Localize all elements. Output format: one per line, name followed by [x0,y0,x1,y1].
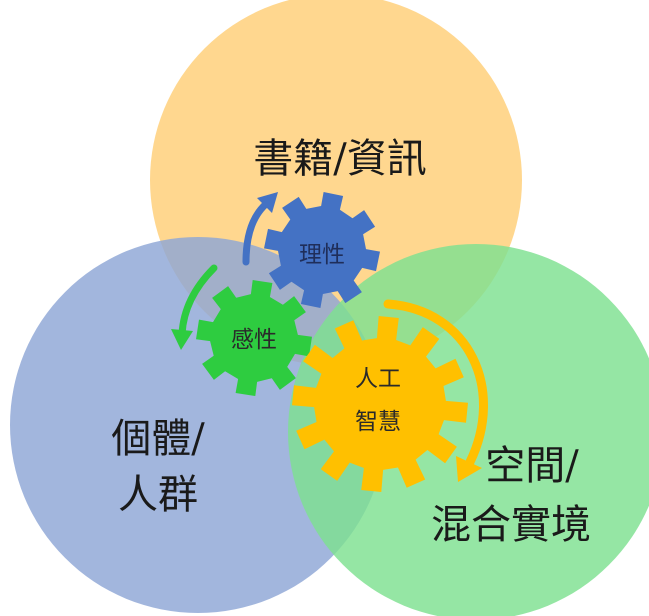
label-ai-line2: 智慧 [355,409,401,435]
label-individual-group-line2: 人群 [118,472,198,518]
gear-perceptual-icon [196,280,312,396]
arrow-green-down [171,264,218,350]
label-books-info: 書籍/資訊 [253,136,426,182]
label-perceptual: 感性 [231,327,277,353]
label-rational: 理性 [299,242,345,268]
arrow-gold-curve [383,299,488,482]
label-space-line2: 混合實境 [431,502,591,548]
label-space-line1: 空間/ [485,443,579,489]
label-ai-line1: 人工 [355,366,401,392]
gear-rational-icon [264,192,380,308]
arrow-blue-up [242,192,278,266]
gear-ai-icon [292,316,468,492]
label-individual-group-line1: 個體/ [111,416,205,462]
